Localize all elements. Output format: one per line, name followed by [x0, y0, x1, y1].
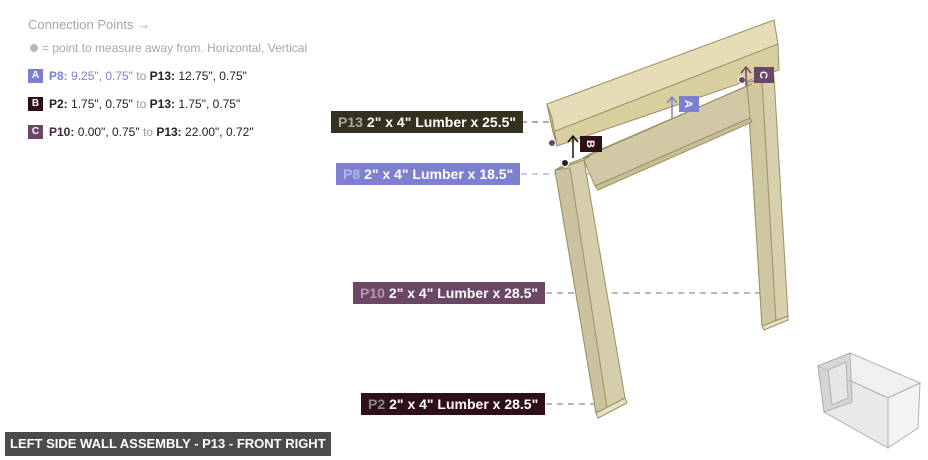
connection-row-c: C P10: 0.00", 0.75" to P13: 22.00", 0.72" — [28, 124, 254, 140]
part-id: P13 — [338, 114, 363, 130]
connection-to-word: to — [136, 97, 147, 111]
measure-point-dot-icon — [30, 43, 38, 52]
connection-markers: B A C — [548, 65, 774, 167]
view-thumbnail[interactable] — [816, 352, 922, 449]
connection-badge-c: C — [28, 124, 43, 139]
part-desc: 2" x 4" Lumber x 28.5" — [388, 285, 539, 301]
part-p13-top-plate — [546, 19, 780, 147]
connection-from-part: P2: — [49, 97, 68, 111]
legend-note-text: = point to measure away from. Horizontal… — [42, 41, 308, 55]
connection-to-word: to — [142, 125, 153, 139]
connection-to-part: P13: — [149, 97, 175, 111]
part-id: P8 — [343, 166, 361, 182]
connection-to-coords: 22.00", 0.72" — [185, 125, 254, 139]
part-desc: 2" x 4" Lumber x 18.5" — [364, 166, 514, 182]
connection-row-a: A P8: 9.25", 0.75" to P13: 12.75", 0.75" — [28, 68, 247, 84]
marker-c-label: C — [757, 71, 769, 79]
legend-note: = point to measure away from. Horizontal… — [30, 41, 307, 55]
part-id: P2 — [368, 396, 386, 412]
connection-from-coords: 9.25", 0.75" — [71, 69, 133, 83]
connection-row-b: B P2: 1.75", 0.75" to P13: 1.75", 0.75" — [28, 96, 241, 112]
assembly-step-title: LEFT SIDE WALL ASSEMBLY - P13 - FRONT RI… — [5, 432, 331, 456]
connection-points-title: Connection Points → — [28, 17, 151, 32]
connection-badge-b: B — [28, 96, 43, 111]
connection-to-coords: 12.75", 0.75" — [178, 69, 247, 83]
connection-from-part: P10: — [49, 125, 75, 139]
connection-from-coords: 1.75", 0.75" — [71, 97, 133, 111]
part-desc: 2" x 4" Lumber x 28.5" — [389, 396, 539, 412]
connection-to-part: P13: — [149, 69, 175, 83]
connection-from-coords: 0.00", 0.75" — [77, 125, 140, 139]
marker-a-label: A — [682, 100, 694, 108]
part-desc: 2" x 4" Lumber x 25.5" — [366, 114, 517, 130]
part-p2-post — [554, 155, 628, 419]
part-p10-post — [746, 75, 789, 331]
part-id: P10 — [360, 285, 385, 301]
marker-b-label: B — [584, 140, 596, 148]
connection-badge-a: A — [28, 68, 43, 83]
connection-to-part: P13: — [156, 125, 182, 139]
connection-from-part: P8: — [49, 69, 68, 83]
part-p8-rail — [582, 83, 753, 191]
connection-to-coords: 1.75", 0.75" — [178, 97, 241, 111]
connection-to-word: to — [136, 69, 147, 83]
